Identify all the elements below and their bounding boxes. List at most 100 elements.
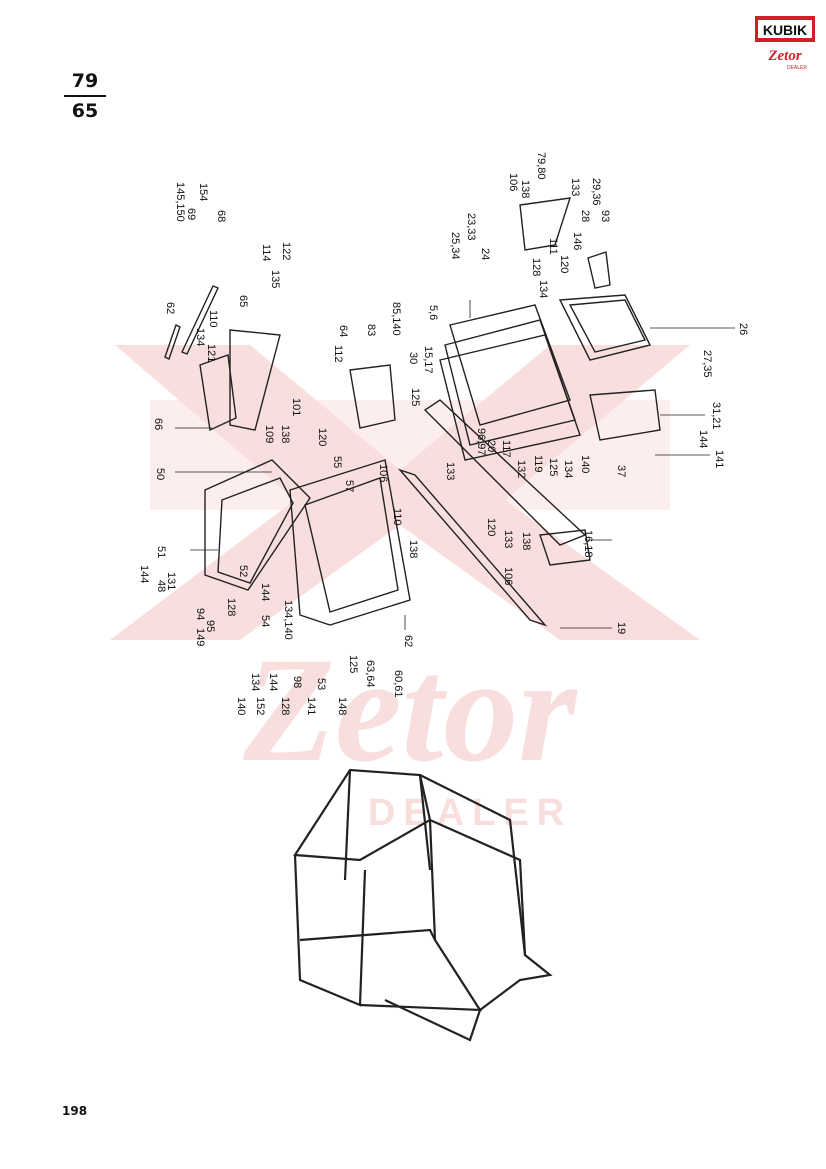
callout-120: 120 xyxy=(316,428,328,446)
callout-106-c: 106 xyxy=(507,173,519,191)
callout-138-c: 138 xyxy=(520,532,532,550)
callout-24: 24 xyxy=(479,248,491,260)
part-lamp-housing xyxy=(349,364,396,429)
callout-51: 51 xyxy=(155,546,167,558)
callout-79-80: 79,80 xyxy=(535,152,547,180)
callout-132: 132 xyxy=(515,460,527,478)
callout-16-18: 16,18 xyxy=(582,530,594,558)
page-number: 198 xyxy=(62,1104,88,1118)
callout-125: 125 xyxy=(409,388,421,406)
logo-brand-text: KUBIK xyxy=(763,22,807,38)
callout-144-d: 144 xyxy=(697,430,709,448)
figure-code: 79 65 xyxy=(60,70,110,122)
cab-frame-pillars xyxy=(343,769,432,881)
callout-110-b: 110 xyxy=(391,508,403,526)
callout-152: 152 xyxy=(254,697,266,715)
callout-109: 109 xyxy=(263,425,275,443)
cab-frame-rear-left xyxy=(293,854,367,1007)
callout-133-b: 133 xyxy=(569,178,581,196)
callout-144-c: 144 xyxy=(267,673,279,691)
leader-lines xyxy=(175,300,735,630)
callout-119: 119 xyxy=(532,455,544,473)
callout-138-d: 138 xyxy=(519,180,531,198)
part-windshield-frame xyxy=(439,334,581,461)
callout-93: 93 xyxy=(599,210,611,222)
cab-frame-front xyxy=(419,774,553,1011)
callout-133-c: 133 xyxy=(444,462,456,480)
callout-68: 68 xyxy=(215,210,227,222)
callout-30: 30 xyxy=(407,352,419,364)
callout-121: 121 xyxy=(205,344,217,362)
part-rear-door-frame xyxy=(204,459,311,591)
part-lower-panel xyxy=(589,389,661,441)
callout-15-17: 15,17 xyxy=(422,346,434,374)
callout-134-d: 134 xyxy=(537,280,549,298)
callout-145-150: 145,150 xyxy=(174,182,186,222)
callout-134-c: 134 xyxy=(562,460,574,478)
callout-120-b: 120 xyxy=(558,255,570,273)
cab-frame-assembly xyxy=(293,768,553,1042)
callout-122: 122 xyxy=(280,242,292,260)
part-gutter-rail xyxy=(397,468,548,627)
callout-66: 66 xyxy=(152,418,164,430)
callout-134: 134 xyxy=(194,328,206,346)
callout-83: 83 xyxy=(365,324,377,336)
callout-125-b: 125 xyxy=(347,655,359,673)
callout-128: 128 xyxy=(225,598,237,616)
cab-frame-floor-beam xyxy=(299,928,436,942)
callout-96-97: 96,97 xyxy=(475,428,487,456)
callout-31-21: 31,21 xyxy=(710,402,722,430)
callout-37: 37 xyxy=(615,465,627,477)
callout-28: 28 xyxy=(579,210,591,222)
part-callouts: 62 145,150 69 154 68 114 122 65 135 110 … xyxy=(138,152,749,715)
callout-52: 52 xyxy=(237,565,249,577)
cab-frame-floor-panel xyxy=(384,999,482,1042)
part-roof-glass-inner xyxy=(568,299,647,353)
exploded-parts xyxy=(164,197,661,627)
callout-20: 20 xyxy=(485,440,497,452)
part-roof-glass xyxy=(558,294,652,361)
callout-134-b: 134 xyxy=(249,673,261,691)
fraction-bar xyxy=(64,95,106,97)
callout-85-140: 85,140 xyxy=(390,302,402,336)
callout-154: 154 xyxy=(197,183,209,201)
logo-white-panel xyxy=(758,20,812,38)
callout-135: 135 xyxy=(269,270,281,288)
callout-148: 148 xyxy=(336,697,348,715)
part-side-window-frame xyxy=(289,459,411,626)
part-side-panel xyxy=(199,354,237,432)
callout-133: 133 xyxy=(502,530,514,548)
callout-25-34: 25,34 xyxy=(449,232,461,260)
callout-144: 144 xyxy=(138,565,150,583)
kubik-zetor-logo: KUBIK Zetor DEALER xyxy=(755,16,815,71)
part-hatch xyxy=(519,197,572,251)
callout-114: 114 xyxy=(260,244,272,262)
callout-146: 146 xyxy=(571,232,583,250)
callout-53: 53 xyxy=(315,678,327,690)
part-wiper-end xyxy=(539,529,591,566)
figure-code-numerator: 79 xyxy=(71,70,99,92)
callout-138-b: 138 xyxy=(407,540,419,558)
callout-120-c: 120 xyxy=(485,518,497,536)
callout-64: 64 xyxy=(337,325,349,337)
callout-57: 57 xyxy=(343,480,355,492)
cab-frame-rear-right xyxy=(359,819,483,1012)
part-side-window-glass xyxy=(304,477,399,613)
callout-26: 26 xyxy=(737,323,749,335)
callout-69: 69 xyxy=(185,208,197,220)
part-hinge xyxy=(587,251,611,289)
callout-140-b: 140 xyxy=(579,455,591,473)
callout-65: 65 xyxy=(237,295,249,307)
callout-128-b: 128 xyxy=(279,697,291,715)
cab-frame-door-opening xyxy=(429,818,527,956)
callout-111: 111 xyxy=(547,238,559,255)
callout-134-140: 134,140 xyxy=(282,600,294,640)
cab-frame-roof xyxy=(293,768,432,862)
watermark-tag-text: DEALER xyxy=(368,792,572,834)
part-roof-rail xyxy=(423,399,587,546)
dealer-watermark: Zetor DEALER xyxy=(110,345,700,834)
callout-29-36: 29,36 xyxy=(590,178,602,206)
figure-code-denominator: 65 xyxy=(71,100,99,122)
